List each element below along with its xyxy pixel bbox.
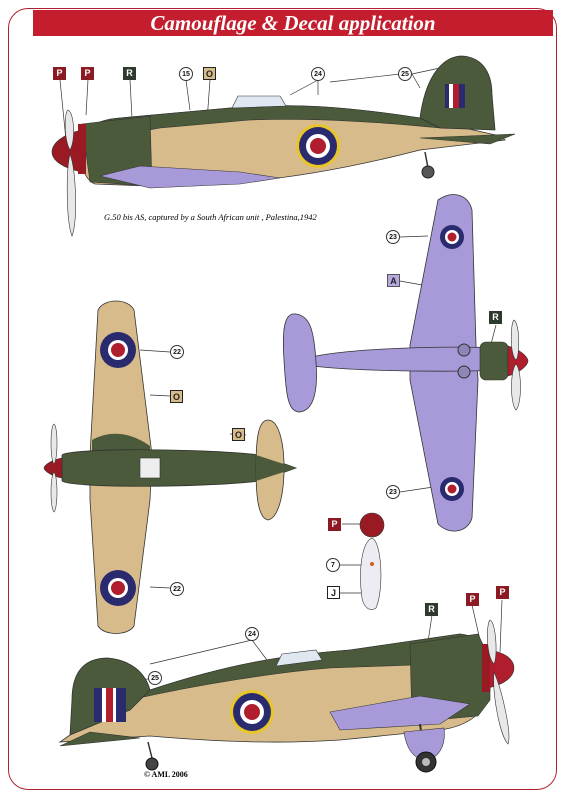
- callout-r-underside: R: [489, 311, 502, 324]
- callout-25-lower: 25: [148, 671, 162, 685]
- callout-o: O: [203, 67, 216, 80]
- profile-caption: G.50 bis AS, captured by a South African…: [104, 212, 317, 222]
- callout-a: A: [387, 274, 400, 287]
- callout-j: J: [327, 586, 340, 599]
- callout-23-lower: 23: [386, 485, 400, 499]
- side-profile-top: [51, 55, 516, 237]
- callout-22-lower: 22: [170, 582, 184, 596]
- callout-p-lower-1: P: [466, 593, 479, 606]
- callout-15: 15: [179, 67, 193, 81]
- copyright: © AML 2006: [144, 770, 188, 779]
- callout-p-prop: P: [328, 518, 341, 531]
- callout-o-tail: O: [232, 428, 245, 441]
- callout-25: 25: [398, 67, 412, 81]
- underside-view: [282, 194, 529, 532]
- callout-7: 7: [326, 558, 340, 572]
- callout-p-lower-2: P: [496, 586, 509, 599]
- callout-24: 24: [311, 67, 325, 81]
- callout-r-lower: R: [425, 603, 438, 616]
- callout-23-upper: 23: [386, 230, 400, 244]
- propeller-detail: [340, 512, 385, 610]
- page-frame: [8, 8, 557, 790]
- topside-view: [43, 300, 298, 634]
- page-title: Camouflage & Decal application: [33, 10, 553, 36]
- side-profile-bottom: [58, 599, 515, 773]
- callout-24-lower: 24: [245, 627, 259, 641]
- callout-22-upper: 22: [170, 345, 184, 359]
- callout-p-1: P: [53, 67, 66, 80]
- callout-r: R: [123, 67, 136, 80]
- callout-o-wing: O: [170, 390, 183, 403]
- callout-p-2: P: [81, 67, 94, 80]
